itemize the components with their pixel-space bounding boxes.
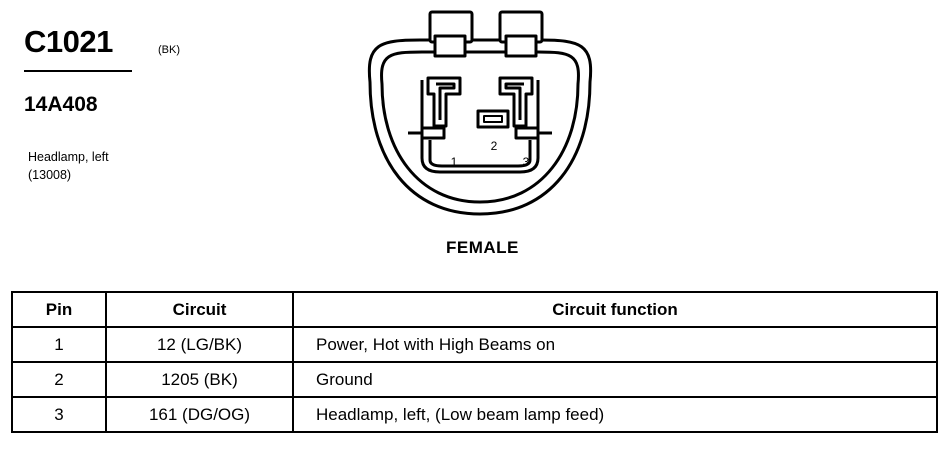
connector-id-underline [24,70,132,72]
housing-outer-outline [367,38,593,216]
header-circuit-function: Circuit function [292,291,938,328]
row-circuit: 161 (DG/OG) [105,396,294,433]
terminal-3-channel [498,76,534,128]
cavity-frame-inner [428,140,532,168]
pin-label-2: 2 [491,139,498,153]
header-pin: Pin [11,291,107,328]
description-line-1: Headlamp, left [28,150,109,164]
connector-description: Headlamp, left (13008) [28,148,109,184]
connector-id: C1021 [24,24,113,59]
connector-color: (BK) [158,44,180,56]
row-circuit: 12 (LG/BK) [105,326,294,363]
row-function: Ground [292,361,938,398]
terminal-3-channel-inner [504,82,524,120]
pin-table-header-row: Pin Circuit Circuit function [11,291,938,328]
table-row: 3 161 (DG/OG) Headlamp, left, (Low beam … [11,396,938,433]
table-row: 1 12 (LG/BK) Power, Hot with High Beams … [11,326,938,363]
terminal-1-channel [426,76,462,128]
lock-tab-left-base [433,34,467,58]
terminal-2-contact-inner [483,115,503,123]
housing-inner-outline [380,50,580,204]
row-function: Power, Hot with High Beams on [292,326,938,363]
terminal-3-contact [514,126,540,140]
row-pin: 3 [11,396,107,433]
pin-table: Pin Circuit Circuit function 1 12 (LG/BK… [11,291,938,433]
pin-label-1: 1 [451,155,458,169]
cavity-frame [420,80,540,174]
row-function: Headlamp, left, (Low beam lamp feed) [292,396,938,433]
row-pin: 2 [11,361,107,398]
table-row: 2 1205 (BK) Ground [11,361,938,398]
header-circuit: Circuit [105,291,294,328]
lock-tab-right-base [504,34,538,58]
description-line-2: (13008) [28,168,72,182]
connector-face-diagram: 1 2 3 [367,10,593,216]
terminal-1-contact [420,126,446,140]
terminal-1-channel-inner [436,82,456,120]
row-circuit: 1205 (BK) [105,361,294,398]
row-pin: 1 [11,326,107,363]
part-number: 14A408 [24,93,98,116]
connector-gender-label: FEMALE [446,238,519,257]
terminal-2-contact [476,109,510,129]
pin-label-3: 3 [523,155,530,169]
